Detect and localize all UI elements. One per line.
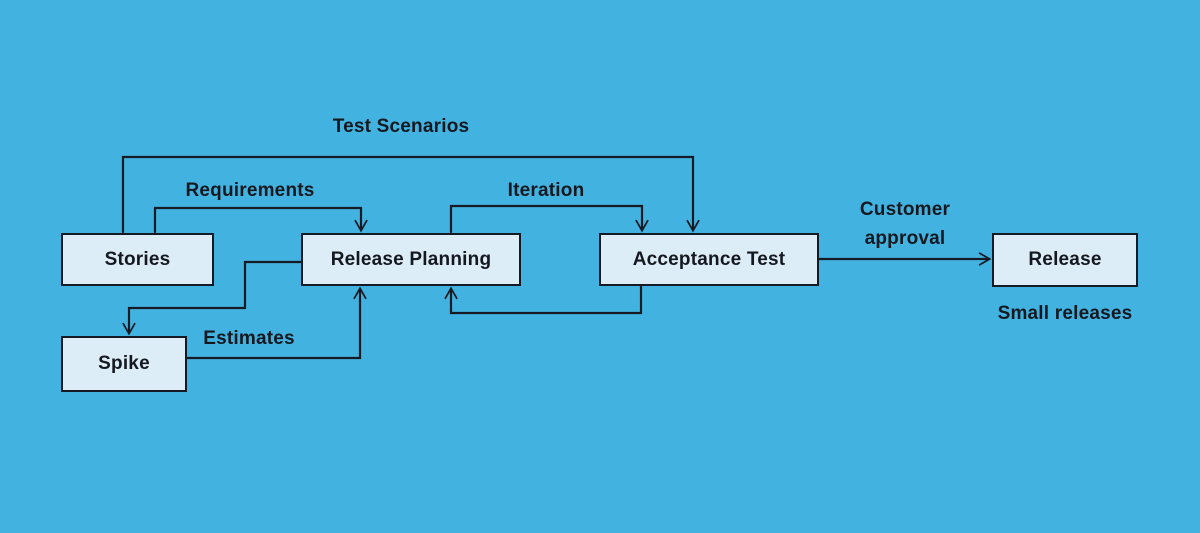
node-spike: Spike <box>61 336 187 392</box>
edge-iteration <box>449 204 649 233</box>
edge-label-test-scenarios: Test Scenarios <box>332 116 470 137</box>
edge-label-customer-approval: Customer approval <box>859 199 951 249</box>
edge-label-estimates: Estimates <box>203 328 295 349</box>
edge-feedback-loop <box>444 286 643 315</box>
node-acceptance-test-label: Acceptance Test <box>632 248 786 270</box>
node-stories-label: Stories <box>104 248 171 270</box>
edge-label-requirements: Requirements <box>185 180 315 201</box>
node-acceptance-test: Acceptance Test <box>599 233 819 286</box>
node-release-planning: Release Planning <box>301 233 521 286</box>
node-release-planning-label: Release Planning <box>330 248 492 270</box>
node-spike-label: Spike <box>98 353 150 374</box>
node-release-label: Release <box>1028 249 1102 270</box>
edge-label-iteration: Iteration <box>507 180 585 201</box>
edge-test-scenarios <box>121 155 700 233</box>
node-stories: Stories <box>61 233 214 286</box>
edge-label-small-releases: Small releases <box>997 303 1133 324</box>
edge-to-spike <box>122 260 301 336</box>
edge-requirements <box>153 206 368 233</box>
node-release: Release <box>992 233 1138 287</box>
edge-estimates <box>187 286 367 360</box>
